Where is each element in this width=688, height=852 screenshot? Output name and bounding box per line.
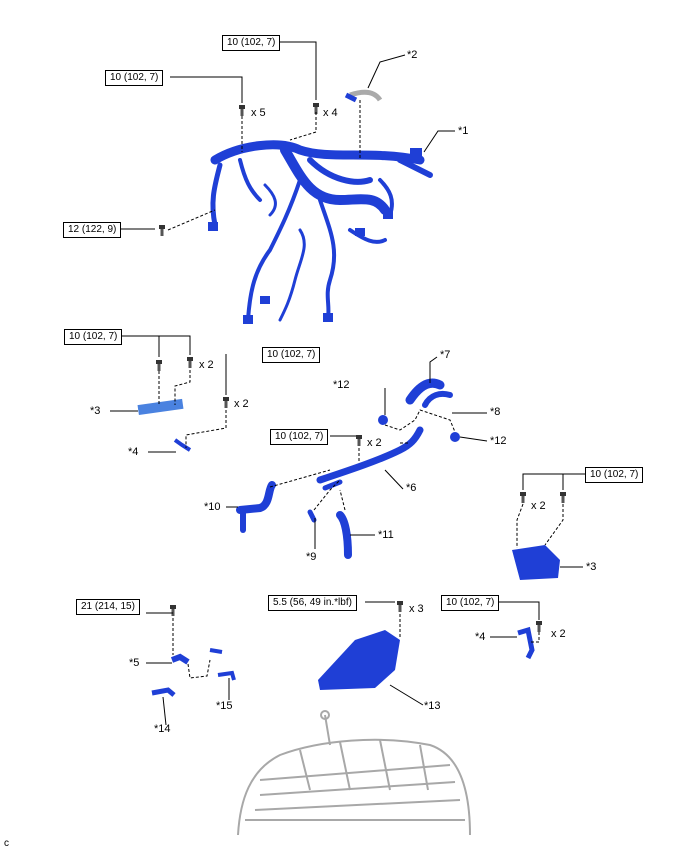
callout-label: *11 [378, 529, 394, 541]
wire-harness-right-assembly [236, 378, 453, 559]
installation-lines [158, 100, 564, 679]
callout-label: *10 [204, 501, 221, 513]
clamp-15 [217, 670, 236, 681]
bolt-icon [356, 435, 362, 446]
callout-label: *2 [407, 49, 418, 61]
torque-label: 10 (102, 7) [105, 70, 164, 86]
grommet-12-right [450, 432, 460, 442]
qty-label: x 4 [323, 107, 338, 119]
callout-label: *12 [490, 435, 507, 447]
qty-label: x 2 [234, 398, 249, 410]
callout-label: *7 [440, 349, 451, 361]
torque-label: 10 (102, 7) [441, 595, 500, 611]
engine-wire-harness [208, 140, 433, 324]
bolt-icon [159, 225, 165, 236]
callout-label: *3 [586, 561, 597, 573]
qty-label: x 2 [531, 500, 546, 512]
harness-clamp [349, 89, 383, 102]
bolt-icon [560, 492, 566, 503]
callout-label: *6 [406, 482, 417, 494]
torque-label: 10 (102, 7) [222, 35, 281, 51]
torque-label: 10 (102, 7) [270, 429, 329, 445]
bolt-icon [187, 357, 193, 368]
torque-label: 12 (122, 9) [63, 222, 122, 238]
torque-label: 10 (102, 7) [64, 329, 123, 345]
callout-label: *4 [128, 446, 139, 458]
bolt-icon [520, 492, 526, 503]
torque-label: 10 (102, 7) [585, 467, 644, 483]
leader-lines [110, 41, 585, 726]
torque-label: 21 (214, 15) [76, 599, 140, 615]
qty-label: x 2 [367, 437, 382, 449]
bolt-icon [170, 605, 176, 616]
bracket-4-right [517, 626, 535, 660]
callout-label: *5 [129, 657, 140, 669]
grommet-12-left [378, 415, 388, 425]
bolt-icon [536, 621, 542, 632]
qty-label: x 3 [409, 603, 424, 615]
callout-label: *1 [458, 125, 469, 137]
bracket-4-left [173, 438, 192, 452]
figure-corner-label: c [4, 838, 9, 849]
callout-label: *15 [216, 700, 233, 712]
bracket-5 [170, 653, 190, 665]
callout-label: *9 [306, 551, 317, 563]
callout-label: *12 [333, 379, 350, 391]
clamp-14 [151, 687, 176, 697]
callout-label: *4 [475, 631, 486, 643]
torque-label: 5.5 (56, 49 in.*lbf) [268, 595, 357, 611]
callout-label: *14 [154, 723, 171, 735]
callout-label: *8 [490, 406, 501, 418]
callout-label: *3 [90, 405, 101, 417]
wire-harness-protector [137, 398, 184, 416]
bracket-3-right [512, 545, 560, 580]
bolt-icon [156, 360, 162, 371]
callout-label: *13 [424, 700, 441, 712]
bolt-icon [223, 397, 229, 408]
qty-label: x 2 [551, 628, 566, 640]
qty-label: x 5 [251, 107, 266, 119]
bolt-icon [397, 601, 403, 612]
torque-label: 10 (102, 7) [262, 347, 321, 363]
qty-label: x 2 [199, 359, 214, 371]
wire-harness-cover-13 [318, 630, 400, 690]
engine-illustration [237, 710, 471, 836]
bolt-icon [239, 105, 245, 116]
